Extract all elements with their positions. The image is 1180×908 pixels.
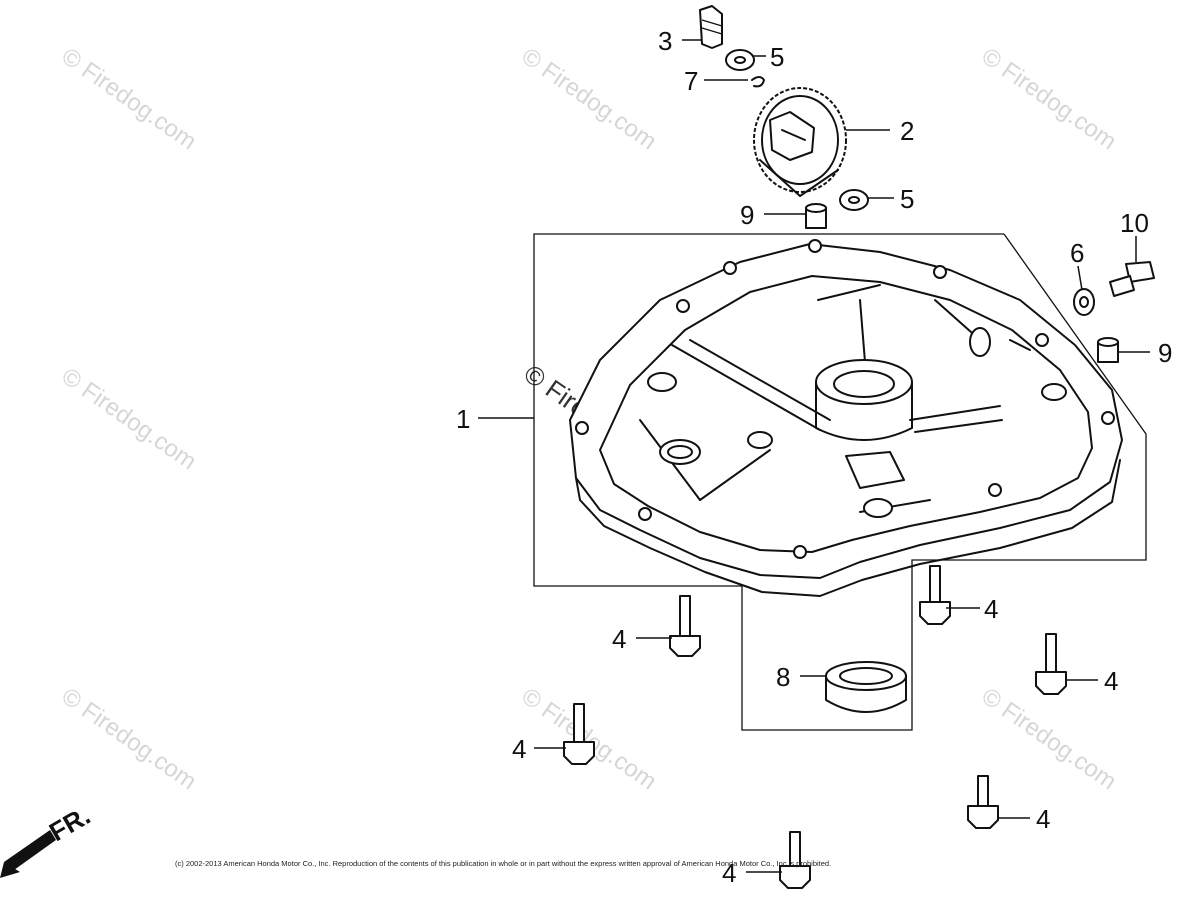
watermark-text: © Firedog.com <box>977 43 1122 156</box>
crankcase-cover <box>569 239 1123 597</box>
callout-label: 4 <box>1104 666 1118 696</box>
callout-label: 5 <box>900 184 914 214</box>
front-direction-marker: FR. <box>0 800 95 878</box>
washer <box>1073 288 1095 316</box>
callout-label: 1 <box>456 404 470 434</box>
copyright-notice: (c) 2002-2013 American Honda Motor Co., … <box>175 859 831 868</box>
dowel-pin <box>805 203 827 229</box>
callout-label: 2 <box>900 116 914 146</box>
shaft-bolt <box>699 5 723 49</box>
arrow-icon <box>4 830 56 870</box>
flange-bolt <box>1109 261 1155 297</box>
leader-lines <box>478 39 1150 873</box>
callout-label: 4 <box>1036 804 1050 834</box>
clip <box>751 76 765 88</box>
callout-label: 4 <box>612 624 626 654</box>
dowel-pin <box>1097 337 1119 363</box>
callout-label: 5 <box>770 42 784 72</box>
callout-label: 4 <box>722 858 736 888</box>
washer <box>725 49 755 71</box>
callout-label: 8 <box>776 662 790 692</box>
flange-bolt <box>669 595 701 657</box>
flange-bolt <box>967 775 999 829</box>
callout-label: 6 <box>1070 238 1084 268</box>
flange-bolt <box>563 703 595 765</box>
watermark-text: © Firedog.com <box>977 683 1122 796</box>
watermark-text: © Firedog.com <box>57 43 202 156</box>
flange-bolt <box>1035 633 1067 695</box>
callout-label: 4 <box>512 734 526 764</box>
callout-label: 3 <box>658 26 672 56</box>
assembly-boundary <box>533 233 1147 731</box>
callout-label: 4 <box>984 594 998 624</box>
washer <box>839 189 869 211</box>
oil-seal <box>825 661 907 713</box>
callouts: 3 5 7 2 5 9 10 6 9 1 4 4 8 4 4 4 4 <box>456 26 1172 888</box>
callout-label: 10 <box>1120 208 1149 238</box>
watermark-text: © Firedog.com <box>57 683 202 796</box>
callout-label: 9 <box>1158 338 1172 368</box>
watermark-text: © Firedog.com <box>57 363 202 476</box>
governor-gear <box>753 87 847 197</box>
callout-label: 7 <box>684 66 698 96</box>
flange-bolt <box>919 565 951 625</box>
callout-label: 9 <box>740 200 754 230</box>
watermark-text: © Firedog.com <box>517 43 662 156</box>
flange-bolt <box>779 831 811 889</box>
watermark-text: © Firedog.com <box>517 683 662 796</box>
